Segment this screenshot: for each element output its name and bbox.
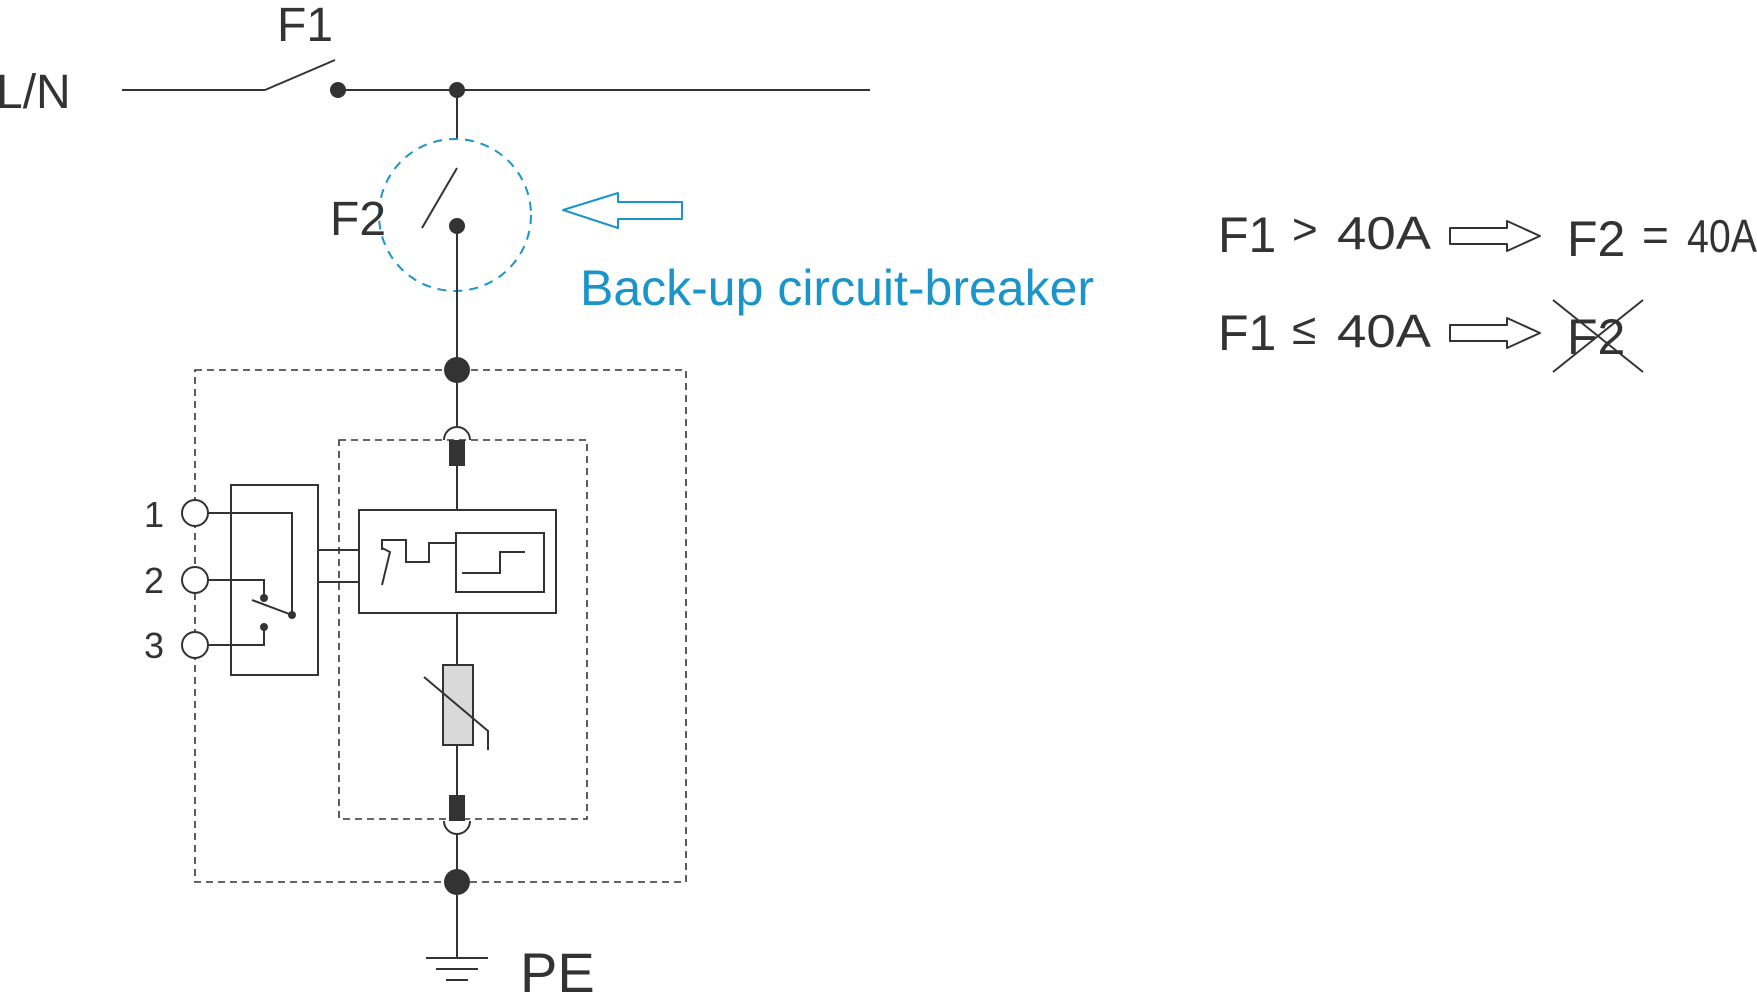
f2-highlight-circle <box>378 138 532 292</box>
mechanical-link-line <box>381 539 456 563</box>
rule-1: F1 > 40A F2 = 40A <box>1218 205 1757 267</box>
spd-outer-box <box>194 369 687 883</box>
spd-module-box <box>338 439 588 820</box>
rule-2-left: F1 <box>1218 305 1276 361</box>
f1-switch-blade <box>264 59 336 91</box>
rule-2: F1 ≤ 40A F2 <box>1218 299 1644 373</box>
terminal-1-circle <box>181 499 209 527</box>
earth-connection: PE <box>426 895 595 996</box>
f1-label: F1 <box>277 0 333 52</box>
indicator-step-line <box>462 551 525 574</box>
rule-1-limit: 40A <box>1337 207 1431 259</box>
spd-housing: 1 2 3 <box>144 357 687 895</box>
top-terminal-dot <box>444 357 470 383</box>
f2-switch-blade <box>421 167 458 229</box>
rule-1-left: F1 <box>1218 207 1276 263</box>
rule-2-operator: ≤ <box>1292 305 1316 354</box>
rule-1-result-name: F2 <box>1567 211 1625 267</box>
rule-1-result-operator: = <box>1642 209 1669 261</box>
terminal-1-label: 1 <box>144 494 164 535</box>
earth-label: PE <box>520 941 595 996</box>
backup-caption: Back-up circuit-breaker <box>580 260 1094 316</box>
top-plug-contact <box>449 440 465 466</box>
disconnector-contact <box>381 547 392 586</box>
rule-1-result-value: 40A <box>1687 210 1757 262</box>
rule-1-operator: > <box>1292 205 1318 254</box>
rule-2-limit: 40A <box>1337 305 1431 357</box>
backup-breaker: F2 Back-up circuit-breaker <box>330 90 1094 370</box>
line-label: L/N <box>0 66 71 119</box>
terminal-3-circle <box>181 631 209 659</box>
strike-through-icon <box>1552 299 1644 373</box>
top-plug-arc <box>443 426 471 441</box>
supply-line: L/N F1 <box>0 0 870 119</box>
varistor-slash <box>423 676 489 750</box>
thermal-indicator-box <box>455 532 545 593</box>
rule-2-arrow-icon <box>1449 317 1541 349</box>
bottom-plug-arc <box>443 820 471 835</box>
terminal-2-circle <box>181 566 209 594</box>
rule-1-arrow-icon <box>1449 220 1541 252</box>
pointer-arrow-icon <box>562 192 683 229</box>
f2-label: F2 <box>330 193 386 246</box>
terminal-3-label: 3 <box>144 625 164 666</box>
bottom-plug-contact <box>449 795 465 821</box>
terminal-2-label: 2 <box>144 560 164 601</box>
signal-switch-blade <box>251 599 293 616</box>
